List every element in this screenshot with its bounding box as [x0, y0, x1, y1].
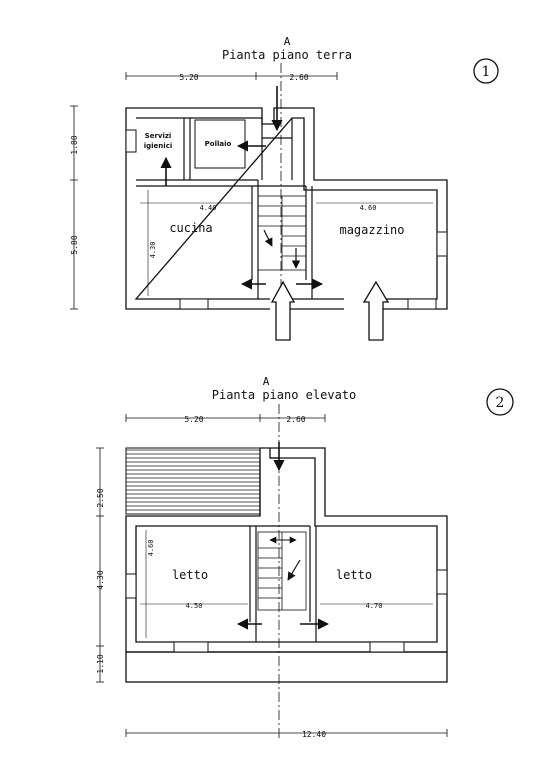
- dimension-bottom: [125, 729, 448, 737]
- room-label-servizi-1: Servizi: [145, 132, 172, 140]
- dimension-left-total: 5.80: [70, 235, 79, 254]
- room-label-pollaio: Pollaio: [205, 140, 232, 148]
- plan-number: 1: [482, 64, 491, 80]
- dimension-left: [96, 447, 104, 683]
- dimension-left: [70, 105, 78, 310]
- dimension-top-right: 2.60: [289, 73, 308, 82]
- staircase: [257, 195, 307, 271]
- terrace-hatch: [125, 447, 261, 515]
- room-label-letto-right: letto: [336, 568, 372, 582]
- dimension-left-mid: 4.30: [96, 570, 105, 589]
- room-label-letto-left: letto: [172, 568, 208, 582]
- room-label-cucina: cucina: [169, 221, 212, 235]
- dimension-left-top: 1.80: [70, 135, 79, 154]
- windows: [125, 129, 448, 310]
- dim-letto-right-width: 4.70: [366, 602, 383, 610]
- plan-ground-floor: A Pianta piano terra 1 5.20 2.60 1.80 5.…: [70, 35, 499, 341]
- section-label: A: [263, 375, 270, 388]
- dim-magazzino-width: 4.60: [360, 204, 377, 212]
- flow-arrows: [236, 442, 330, 630]
- interior-walls: [249, 458, 317, 642]
- flow-arrows: [160, 86, 324, 290]
- dim-cucina-height: 4.30: [149, 242, 157, 259]
- dim-cucina-width: 4.40: [200, 204, 217, 212]
- balcony: [125, 651, 448, 683]
- plan-number-badge: 1: [473, 58, 499, 84]
- inner-dimensions: [140, 190, 433, 296]
- windows: [125, 569, 448, 653]
- dimension-bottom-total: 12.40: [302, 730, 326, 739]
- dimension-top: [125, 414, 326, 422]
- plan-upper-floor: A Pianta piano elevato 2 5.20 2.60 2.50 …: [96, 375, 514, 740]
- entrance-arrow-magazzino: [362, 280, 390, 341]
- staircase: [257, 531, 307, 611]
- dimension-top-left: 5.20: [184, 415, 203, 424]
- dimension-top: [125, 72, 338, 80]
- dim-letto-left-height: 4.60: [147, 540, 155, 557]
- section-label: A: [284, 35, 291, 48]
- room-label-magazzino: magazzino: [339, 223, 404, 237]
- dimension-left-top: 2.50: [96, 488, 105, 507]
- entrance-arrow-center: [270, 280, 296, 341]
- plan-number-badge: 2: [486, 388, 514, 416]
- dimension-top-left: 5.20: [179, 73, 198, 82]
- plan-number: 2: [496, 395, 505, 411]
- dimension-left-bottom: 1.10: [96, 654, 105, 673]
- dimension-top-right: 2.60: [286, 415, 305, 424]
- plan-title: Pianta piano elevato: [212, 388, 357, 402]
- room-label-servizi-2: igienici: [144, 142, 173, 150]
- inner-dimensions: [140, 530, 433, 638]
- plan-title: Pianta piano terra: [222, 48, 352, 62]
- dim-letto-left-width: 4.50: [186, 602, 203, 610]
